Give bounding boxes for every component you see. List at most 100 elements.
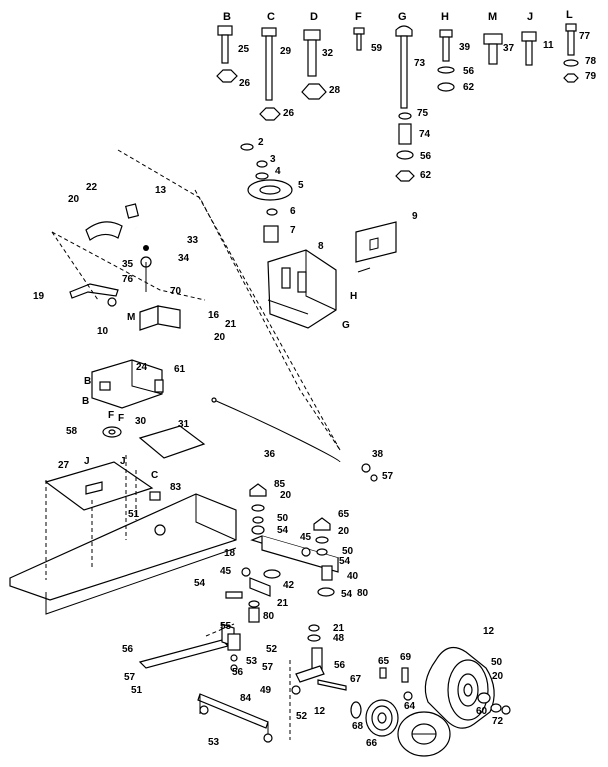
callout: 78 [585,56,597,67]
callout: 53 [208,737,220,748]
callout: 57 [262,662,274,673]
callout: 19 [33,291,45,302]
callout: 5 [298,180,304,191]
bracket-9-icon [355,221,397,273]
callout: 28 [329,85,341,96]
callout: 55 [220,621,232,632]
callout: 30 [135,416,147,427]
callout: 57 [124,672,136,683]
spindle-18-icon [241,567,271,597]
frame-rail-icon [9,493,237,615]
fastener-header: J [527,11,534,23]
callout: 32 [322,48,334,59]
bracket-16-icon [139,305,181,331]
fastener-header: M [488,11,498,23]
fastener-header: H [441,11,449,23]
spindle-49-icon [291,647,347,695]
callout: 21 [277,598,289,609]
callout: 74 [419,129,431,140]
callout: 20 [214,332,226,343]
dash-panel-icon [267,249,337,329]
callout: 60 [476,706,488,717]
clip-83-icon [149,491,161,501]
fitting-66-icon [379,667,387,679]
bolt-h-icon [437,29,455,92]
tire-69-icon [424,646,495,729]
callout: 36 [264,449,276,460]
callout: 56 [122,644,134,655]
callout: 77 [579,31,591,42]
callout: 3 [270,154,276,165]
callout: 69 [400,652,412,663]
callout: 54 [341,589,353,600]
linkage-rod-19-icon [69,283,119,307]
callout: 39 [459,42,471,53]
callout: 27 [58,460,70,471]
callout: 18 [224,548,236,559]
callout: 42 [283,580,295,591]
steering-shaft-icon [113,144,140,229]
callout: 62 [420,170,432,181]
callout: B [82,396,90,407]
callout: 50 [277,513,289,524]
callout: 67 [350,674,362,685]
callout: C [151,470,159,481]
axle-40-icon [250,535,340,581]
callout: 51 [131,685,143,696]
fastener-header: G [398,11,407,23]
callout: 9 [412,211,418,222]
callout: 11 [543,40,554,51]
bolt-b-icon [216,25,238,83]
screw-f-icon [353,27,365,51]
callout: 57 [382,471,394,482]
callout: 20 [492,671,504,682]
callout: 25 [238,44,250,55]
fitting-64-icon [401,667,409,683]
callout: 40 [347,571,359,582]
bolt-d-icon [301,29,327,100]
steering-wheel-hub-icon [240,143,293,243]
bushing-58-icon [102,426,122,438]
callout: 65 [378,656,390,667]
callout: 52 [296,711,308,722]
callout: 45 [300,532,312,543]
wheel-72-icon [397,711,451,757]
callout: 61 [174,364,186,375]
callout: 70 [170,286,182,297]
callout: 83 [170,482,182,493]
callout: 56 [232,667,244,678]
spacer-54-left-icon [248,600,260,623]
callout: 8 [318,241,324,252]
callout: 34 [178,253,190,264]
callout: 56 [420,151,432,162]
nut-65-icon [403,691,413,701]
cable-36-icon [211,397,341,463]
callout: 72 [492,716,504,727]
callout: 29 [280,46,292,57]
callout: 84 [240,693,252,704]
callout: 76 [122,274,134,285]
axle-stack-left-icon [249,483,267,535]
washers-20-50-60-icon [477,692,511,715]
callout: 80 [357,588,369,599]
callout: 45 [220,566,232,577]
callout: 50 [342,546,354,557]
callout: 20 [280,490,292,501]
callout: 73 [414,58,426,69]
callout: 54 [194,578,206,589]
screw-38-icon [361,463,378,482]
bearing-67-icon [350,701,362,719]
callout: 21 [225,319,237,330]
callout: 50 [491,657,503,668]
callout: 6 [290,206,296,217]
bolt-c-icon [259,27,281,121]
washer-80-icons [263,569,335,597]
fastener-header: D [310,11,318,23]
callout: 85 [274,479,286,490]
callout: 22 [86,182,98,193]
callout: 26 [239,78,251,89]
spindle-48-icon [227,633,241,672]
callout: 66 [366,738,378,749]
callout: 75 [417,108,429,119]
